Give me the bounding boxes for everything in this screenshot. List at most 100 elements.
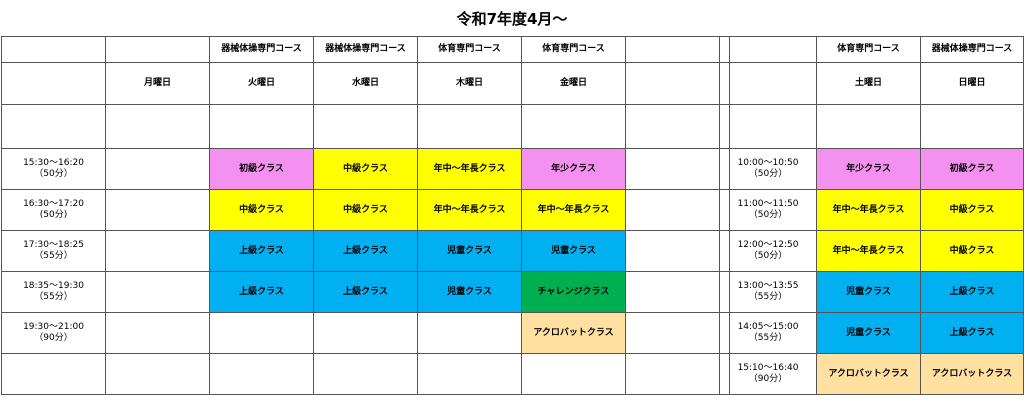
class-cell [313, 353, 418, 395]
class-cell [105, 189, 210, 231]
time-slot-cell: 13:00～13:55（55分） [719, 271, 817, 313]
class-cell: 児童クラス [417, 230, 522, 272]
class-cell: 中級クラス [920, 189, 1024, 231]
duration: （50分） [748, 169, 788, 179]
class-cell: 初級クラス [209, 148, 314, 190]
class-cell: 児童クラス [417, 271, 522, 313]
class-cell: チャレンジクラス [521, 271, 626, 313]
time-range: 14:05～15:00 [737, 322, 799, 332]
course-header: 体育専門コース [417, 36, 522, 63]
class-cell: 児童クラス [816, 312, 921, 354]
corner-cell [719, 36, 817, 63]
time-slot-cell [1, 353, 106, 395]
class-cell: アクロバットクラス [816, 353, 921, 395]
course-header: 器械体操専門コース [920, 36, 1024, 63]
class-cell: 児童クラス [816, 271, 921, 313]
time-range: 10:00～10:50 [737, 158, 799, 168]
corner-cell [1, 36, 106, 63]
time-slot-cell: 15:10～16:40（90分） [719, 353, 817, 395]
blank-cell [209, 104, 314, 149]
time-slot-row: 13:00～13:55（55分）児童クラス上級クラス [719, 271, 1024, 313]
class-cell [417, 353, 522, 395]
duration: （55分） [34, 251, 73, 261]
class-cell: 児童クラス [521, 230, 626, 272]
course-header: 器械体操専門コース [313, 36, 418, 63]
day-header: 水曜日 [313, 62, 418, 105]
duration: （50分） [748, 210, 788, 220]
duration: （55分） [748, 292, 788, 302]
time-slot-cell: 12:00～12:50（50分） [719, 230, 817, 272]
class-cell: 年少クラス [521, 148, 626, 190]
class-cell: 上級クラス [920, 312, 1024, 354]
blank-row [1, 104, 730, 149]
spacer-cell [625, 62, 730, 105]
course-header: 体育専門コース [521, 36, 626, 63]
duration: （90分） [748, 374, 788, 384]
day-header: 日曜日 [920, 62, 1024, 105]
time-slot-cell: 15:30～16:20（50分） [1, 148, 106, 190]
time-slot-row: 16:30～17:20(50分)中級クラス中級クラス年中～年長クラス年中～年長ク… [1, 189, 730, 231]
course-header: 器械体操専門コース [209, 36, 314, 63]
duration: （55分） [748, 333, 788, 343]
blank-cell [105, 104, 210, 149]
class-cell: 中級クラス [313, 189, 418, 231]
class-cell [105, 312, 210, 354]
time-slot-row [1, 353, 730, 395]
class-cell: 中級クラス [313, 148, 418, 190]
class-cell [105, 148, 210, 190]
class-cell: 年中～年長クラス [521, 189, 626, 231]
duration: （50分） [34, 169, 73, 179]
class-cell [417, 312, 522, 354]
time-range: 15:30～16:20 [23, 158, 84, 168]
class-cell [105, 230, 210, 272]
duration: （90分） [34, 333, 73, 343]
time-slot-cell: 11:00～11:50（50分） [719, 189, 817, 231]
spacer-cell [625, 36, 730, 63]
time-slot-cell: 10:00～10:50（50分） [719, 148, 817, 190]
time-slot-cell: 18:35～19:30（55分） [1, 271, 106, 313]
day-header: 木曜日 [417, 62, 522, 105]
course-header [105, 36, 210, 63]
time-slot-row: 15:10～16:40（90分）アクロバットクラスアクロバットクラス [719, 353, 1024, 395]
duration: (50分) [39, 210, 68, 220]
blank-cell [719, 104, 817, 149]
time-range: 15:10～16:40 [737, 363, 799, 373]
class-cell: 初級クラス [920, 148, 1024, 190]
class-cell [105, 353, 210, 395]
class-cell: アクロバットクラス [521, 312, 626, 354]
class-cell: 上級クラス [313, 271, 418, 313]
time-slot-row: 19:30～21:00（90分）アクロバットクラス [1, 312, 730, 354]
corner-cell [1, 62, 106, 105]
spacer-cell [625, 312, 730, 354]
spacer-cell [625, 353, 730, 395]
class-cell [209, 353, 314, 395]
blank-cell [816, 104, 921, 149]
class-cell: 年中～年長クラス [816, 230, 921, 272]
corner-cell [719, 62, 817, 105]
day-header: 月曜日 [105, 62, 210, 105]
time-slot-row: 18:35～19:30（55分）上級クラス上級クラス児童クラスチャレンジクラス [1, 271, 730, 313]
class-cell: 上級クラス [209, 230, 314, 272]
class-cell [521, 353, 626, 395]
time-slot-row: 15:30～16:20（50分） 初級クラス中級クラス年中～年長クラス年少クラス [1, 148, 730, 190]
blank-row [719, 104, 1024, 149]
class-cell: 年少クラス [816, 148, 921, 190]
duration: （50分） [748, 251, 788, 261]
blank-cell [920, 104, 1024, 149]
time-slot-row: 14:05～15:00（55分）児童クラス上級クラス [719, 312, 1024, 354]
day-header: 土曜日 [816, 62, 921, 105]
time-slot-row: 17:30～18:25（55分）上級クラス上級クラス児童クラス児童クラス [1, 230, 730, 272]
class-cell [209, 312, 314, 354]
day-header: 金曜日 [521, 62, 626, 105]
class-cell: 中級クラス [920, 230, 1024, 272]
class-cell: 上級クラス [920, 271, 1024, 313]
time-slot-cell: 14:05～15:00（55分） [719, 312, 817, 354]
day-header-row: 月曜日火曜日水曜日木曜日金曜日 [1, 62, 730, 105]
day-header: 火曜日 [209, 62, 314, 105]
class-cell: 上級クラス [313, 230, 418, 272]
time-range: 13:00～13:55 [737, 281, 799, 291]
blank-cell [521, 104, 626, 149]
class-cell: 年中～年長クラス [417, 148, 522, 190]
time-slot-row: 11:00～11:50（50分）年中～年長クラス中級クラス [719, 189, 1024, 231]
